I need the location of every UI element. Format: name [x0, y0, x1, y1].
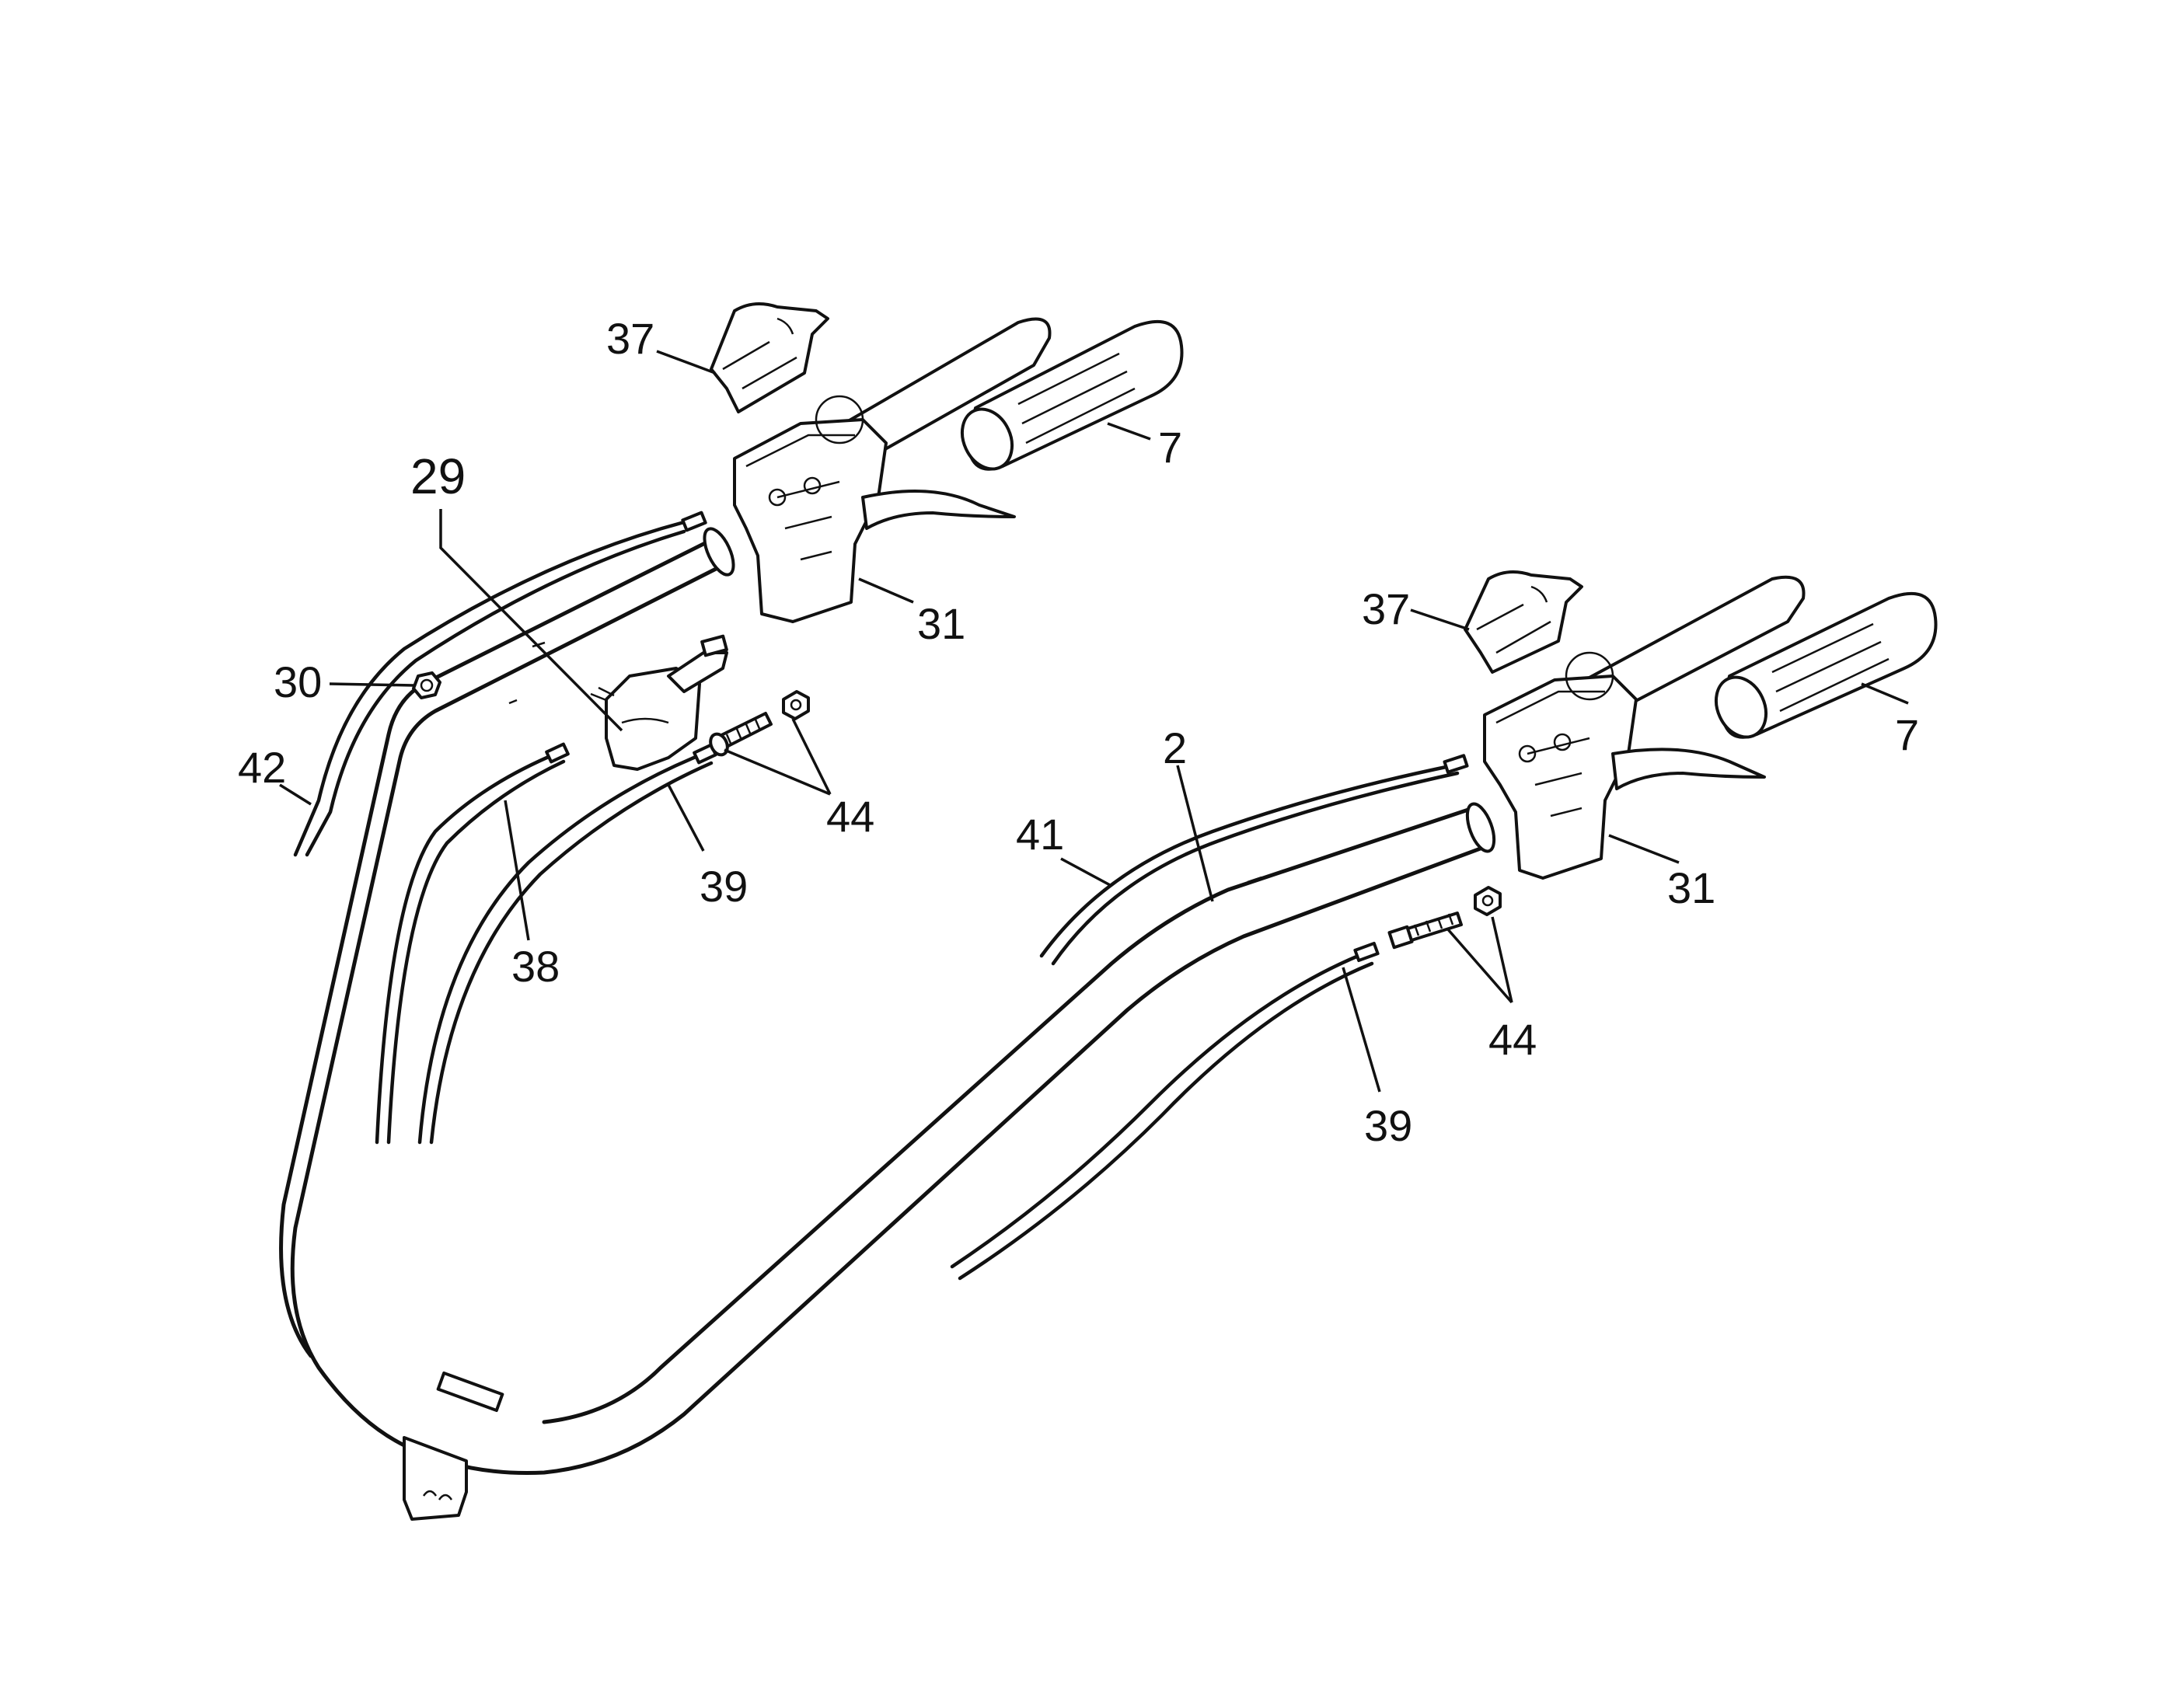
callout-39-left: 39	[700, 862, 748, 911]
left-lever-assembly	[710, 302, 1184, 623]
hardware	[412, 634, 1502, 950]
right-lever-assembly	[1464, 570, 1938, 880]
callout-2: 2	[1163, 723, 1187, 772]
callout-29: 29	[410, 448, 466, 504]
handlebar-tube	[279, 527, 1496, 1521]
callout-31-right: 31	[1667, 863, 1715, 912]
callout-38: 38	[511, 942, 560, 991]
cables	[293, 511, 1469, 1281]
callouts: 37 7 29 31 30 42 44 38 39 37 7 2 41 31 4…	[238, 314, 1919, 1150]
callout-30: 30	[274, 657, 322, 706]
callout-37-right: 37	[1362, 584, 1410, 633]
leader-lines	[279, 350, 1909, 1093]
callout-7-right: 7	[1895, 710, 1919, 759]
nut-30	[412, 671, 441, 699]
callout-37-left: 37	[606, 314, 654, 363]
callout-44-right: 44	[1488, 1015, 1537, 1064]
callout-31-left: 31	[917, 599, 965, 648]
callout-7-left: 7	[1158, 423, 1182, 472]
callout-39-right: 39	[1364, 1101, 1412, 1150]
callout-44-left: 44	[826, 792, 874, 841]
callout-42: 42	[238, 743, 286, 792]
callout-41: 41	[1016, 810, 1064, 859]
